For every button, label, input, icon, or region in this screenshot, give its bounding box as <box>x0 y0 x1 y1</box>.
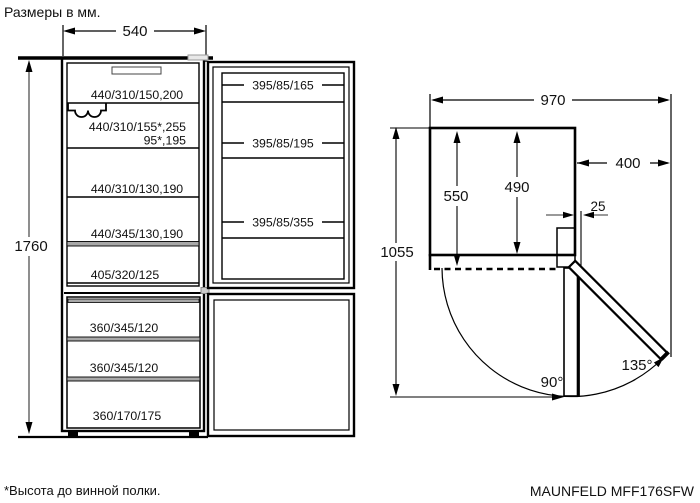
total-width-value: 970 <box>540 92 565 109</box>
dimension-25 <box>546 211 608 271</box>
arrow-left-icon <box>431 96 443 104</box>
height-dimension-1760 <box>25 60 33 434</box>
footnote: *Высота до винной полки. <box>4 483 161 498</box>
shelf-label: 440/310/150,200 <box>91 88 183 102</box>
arrow-right-icon <box>552 393 564 401</box>
arrow-up-icon <box>392 127 400 139</box>
side-clearance-value: 25 <box>590 199 605 214</box>
glass-shelf <box>66 241 200 247</box>
drawer-divider <box>66 376 201 382</box>
angle-135-label: 135° <box>621 357 652 374</box>
angle-90-label: 90° <box>541 374 564 391</box>
freezer-label: 360/345/120 <box>90 321 159 335</box>
model-name: MAUNFELD MFF176SFW <box>529 483 694 499</box>
front-view: 540 1760 <box>14 23 213 439</box>
shelf-label: 405/320/125 <box>91 268 160 282</box>
door-open-90 <box>563 267 580 397</box>
arrow-right-icon <box>658 96 670 104</box>
door-open-135 <box>567 259 670 361</box>
page-title: Размеры в мм. <box>4 4 101 20</box>
dimension-1055 <box>390 127 564 401</box>
arrow-left-icon <box>583 211 594 219</box>
width-value: 540 <box>122 23 147 40</box>
dimension-550 <box>453 131 461 266</box>
dimension-490 <box>513 131 521 254</box>
arrow-left-icon <box>63 27 75 35</box>
lower-door <box>206 292 356 438</box>
hinge-block <box>556 227 576 268</box>
hinge-top <box>187 54 209 61</box>
arrow-right-icon <box>658 159 670 167</box>
door-shelf-label: 395/85/165 <box>252 79 314 93</box>
arrow-down-icon <box>392 384 400 396</box>
door-swing-arc <box>441 267 663 398</box>
upper-door <box>206 60 356 290</box>
door-shelf-label: 395/85/355 <box>252 216 314 230</box>
door-view: 395/85/165 395/85/195 395/85/355 <box>206 60 356 438</box>
arrow-up-icon <box>25 60 33 72</box>
dimension-970 <box>429 94 672 357</box>
drawer-divider <box>66 336 201 342</box>
door-shelf-label: 395/85/195 <box>252 137 314 151</box>
open-depth-value: 1055 <box>380 244 413 261</box>
arrow-down-icon <box>513 242 521 254</box>
hinge-middle <box>200 287 210 294</box>
shelf-label: 440/310/155*,255 <box>89 120 186 134</box>
arrow-up-icon <box>453 131 461 143</box>
arrow-up-icon <box>513 131 521 143</box>
cabinet-topview <box>428 126 577 257</box>
fridge-compartment <box>66 62 200 287</box>
shelf-label: 440/345/130,190 <box>91 227 183 241</box>
arrow-arc-end-icon <box>653 357 664 368</box>
depth-total-value: 550 <box>443 188 468 205</box>
dimension-400 <box>577 159 670 167</box>
depth-cabinet-value: 490 <box>504 179 529 196</box>
arrow-right-icon <box>563 211 574 219</box>
height-value: 1760 <box>14 238 47 255</box>
freezer-label: 360/345/120 <box>90 361 159 375</box>
arrow-down-icon <box>453 254 461 266</box>
shelf-label: 440/310/130,190 <box>91 182 183 196</box>
cabinet-body <box>60 56 206 433</box>
freezer-top-trim <box>67 298 200 303</box>
arrow-left-icon <box>577 159 589 167</box>
shelf-label: 95*,195 <box>144 134 187 148</box>
top-view: 970 400 1055 <box>380 92 672 401</box>
wine-rack-icon <box>67 103 107 118</box>
foot-left <box>68 431 78 436</box>
freezer-compartment <box>64 291 204 429</box>
arrow-right-icon <box>194 27 206 35</box>
lamp-housing <box>111 66 162 75</box>
foot-right <box>189 431 199 436</box>
door-width-value: 400 <box>615 155 640 172</box>
freezer-label: 360/170/175 <box>93 409 162 423</box>
arrow-down-icon <box>25 422 33 434</box>
